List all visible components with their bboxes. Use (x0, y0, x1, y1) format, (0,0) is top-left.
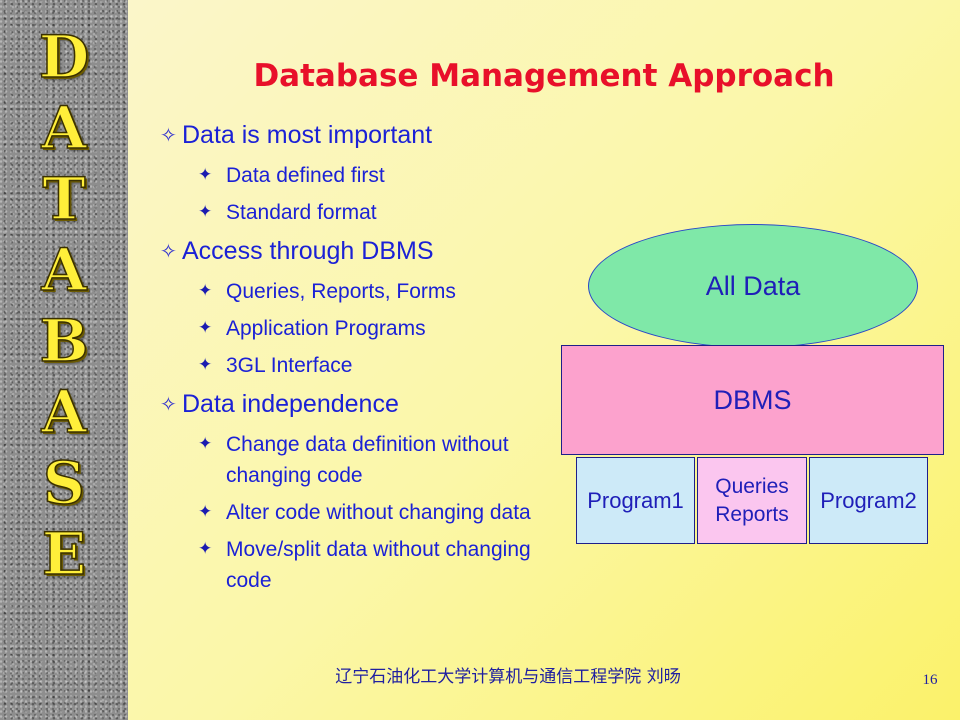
bullet-text: Data independence (182, 390, 399, 418)
star-bullet-icon: ✦ (198, 202, 213, 222)
sub-bullet-text: Alter code without changing data (226, 501, 531, 524)
star-bullet-icon: ✦ (198, 165, 213, 185)
sidebar-stone-panel: D A T A B A S E (0, 0, 128, 720)
footer-text: 辽宁石油化工大学计算机与通信工程学院 刘旸 (335, 667, 681, 687)
program1-box: Program1 (576, 457, 695, 544)
sub-bullet-text: Queries, Reports, Forms (226, 280, 456, 303)
sub-bullet-item: ✦ Queries, Reports, Forms (160, 276, 540, 307)
sub-bullet-text: Change data definition without changing … (226, 433, 509, 487)
bullet-item: ✧Access through DBMS (160, 232, 540, 270)
vertical-database-word: D A T A B A S E (14, 22, 114, 590)
queries-reports-box: Queries Reports (697, 457, 807, 544)
bullet-text: Access through DBMS (182, 237, 434, 265)
bullet-item: ✧Data is most important (160, 116, 540, 154)
page-number: 16 (922, 672, 938, 688)
hollow-star-bullet-icon: ✧ (160, 123, 177, 147)
bullet-list: ✧Data is most important ✦Data defined fi… (160, 112, 540, 596)
program2-box: Program2 (809, 457, 928, 544)
star-bullet-icon: ✦ (198, 318, 213, 338)
sub-bullet-item: ✦ Change data definition without changing… (160, 429, 540, 491)
program1-label: Program1 (587, 487, 684, 513)
star-bullet-icon: ✦ (198, 281, 213, 301)
sidebar-letter: E (41, 519, 87, 589)
hollow-star-bullet-icon: ✧ (160, 392, 177, 416)
bullet-item: ✧Data independence (160, 385, 540, 423)
star-bullet-icon: ✦ (198, 502, 213, 522)
program2-label: Program2 (820, 487, 917, 513)
queries-label: Queries (715, 474, 789, 498)
sidebar-letter: B (39, 306, 90, 376)
star-bullet-icon: ✦ (198, 355, 213, 375)
all-data-ellipse: All Data (588, 224, 918, 348)
reports-label: Reports (715, 502, 789, 526)
sidebar-letter: A (41, 93, 88, 163)
slide-title: Database Management Approach (253, 58, 835, 94)
sub-bullet-item: ✦ 3GL Interface (160, 350, 540, 381)
sub-bullet-text: Data defined first (226, 164, 385, 187)
star-bullet-icon: ✦ (198, 539, 213, 559)
sidebar-letter: D (38, 22, 90, 92)
sub-bullet-text: Standard format (226, 201, 377, 224)
sidebar-letter: T (42, 164, 87, 234)
sub-bullet-text: Move/split data without changing code (226, 538, 531, 592)
all-data-label: All Data (705, 270, 801, 301)
sub-bullet-item: ✦ Application Programs (160, 313, 540, 344)
sub-bullet-text: Application Programs (226, 317, 426, 340)
sidebar-letter: S (42, 448, 85, 518)
sub-bullet-item: ✦ Standard format (160, 197, 540, 228)
sub-bullet-item: ✦ Alter code without changing data (160, 497, 540, 528)
sub-bullet-item: ✦ Data defined first (160, 160, 540, 191)
dbms-label: DBMS (713, 384, 792, 415)
sidebar-letter: A (41, 235, 88, 305)
sub-bullet-text: 3GL Interface (226, 354, 353, 377)
star-bullet-icon: ✦ (198, 434, 213, 454)
sub-bullet-item: ✦ Move/split data without changing code (160, 534, 540, 596)
sidebar-letter: A (41, 377, 88, 447)
hollow-star-bullet-icon: ✧ (160, 239, 177, 263)
dbms-box: DBMS (561, 345, 944, 455)
bullet-text: Data is most important (182, 121, 433, 149)
